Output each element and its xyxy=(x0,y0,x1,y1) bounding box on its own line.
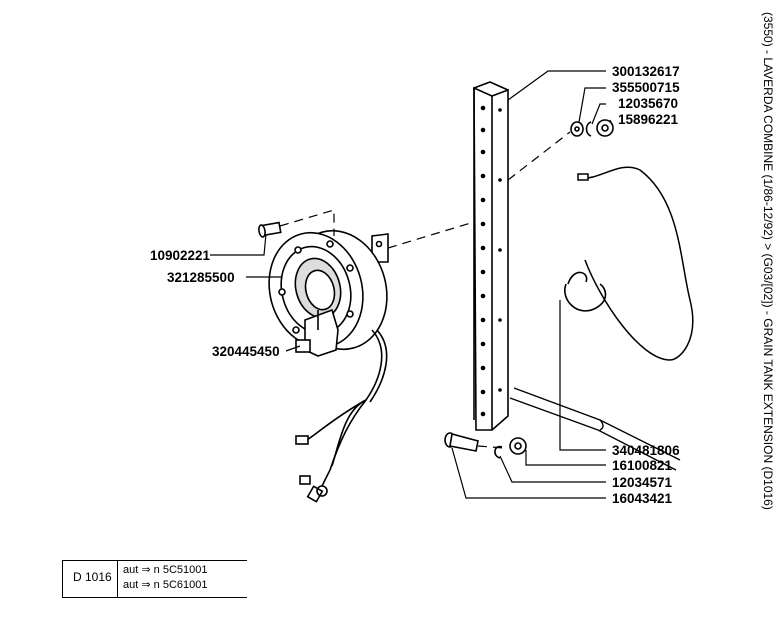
top-right-hardware xyxy=(570,119,614,137)
switch-part xyxy=(295,308,339,357)
bottom-hardware xyxy=(444,432,527,459)
side-title-text: (3550) - LAVERDA COMBINE (1/86-12/92) > … xyxy=(761,12,775,510)
reference-row: aut ⇒ n 5C51001 xyxy=(123,563,207,576)
spring-clip xyxy=(564,271,607,312)
reference-n: n xyxy=(153,564,160,576)
part-number: 320445450 xyxy=(212,344,280,359)
part-number: 12035670 xyxy=(618,96,678,111)
part-number: 355500715 xyxy=(612,80,680,95)
reference-serial: 5C61001 xyxy=(162,579,208,591)
part-number: 300132617 xyxy=(612,64,680,79)
side-title: (3550) - LAVERDA COMBINE (1/86-12/92) > … xyxy=(758,12,778,532)
assembly-dashed-lines xyxy=(279,131,571,449)
reference-row: aut ⇒ n 5C61001 xyxy=(123,578,207,591)
sensor-cable xyxy=(577,166,694,361)
part-number: 16043421 xyxy=(612,491,673,506)
reference-divider xyxy=(117,561,118,597)
bolt-left xyxy=(258,221,282,238)
reference-box: D 1016 aut ⇒ n 5C51001 aut ⇒ n 5C61001 xyxy=(62,560,247,598)
part-number: 340481806 xyxy=(612,443,680,458)
reference-prefix: aut xyxy=(123,564,139,576)
reference-prefix: aut xyxy=(123,579,139,591)
support-rail xyxy=(509,387,681,471)
part-number: 16100821 xyxy=(612,458,673,473)
arrow-icon: ⇒ xyxy=(141,564,151,576)
part-number-labels: 300132617 355500715 12035670 15896221 10… xyxy=(150,64,680,506)
part-number: 12034571 xyxy=(612,475,673,490)
leader-lines xyxy=(210,70,614,499)
part-number: 15896221 xyxy=(618,112,679,127)
reference-serial: 5C51001 xyxy=(162,564,208,576)
reference-n: n xyxy=(153,579,160,591)
part-number: 10902221 xyxy=(150,248,211,263)
arrow-icon: ⇒ xyxy=(141,579,151,591)
wiring-harness xyxy=(295,329,388,503)
reference-code: D 1016 xyxy=(73,570,112,584)
part-number: 321285500 xyxy=(167,270,235,285)
slotted-bar xyxy=(473,81,509,431)
